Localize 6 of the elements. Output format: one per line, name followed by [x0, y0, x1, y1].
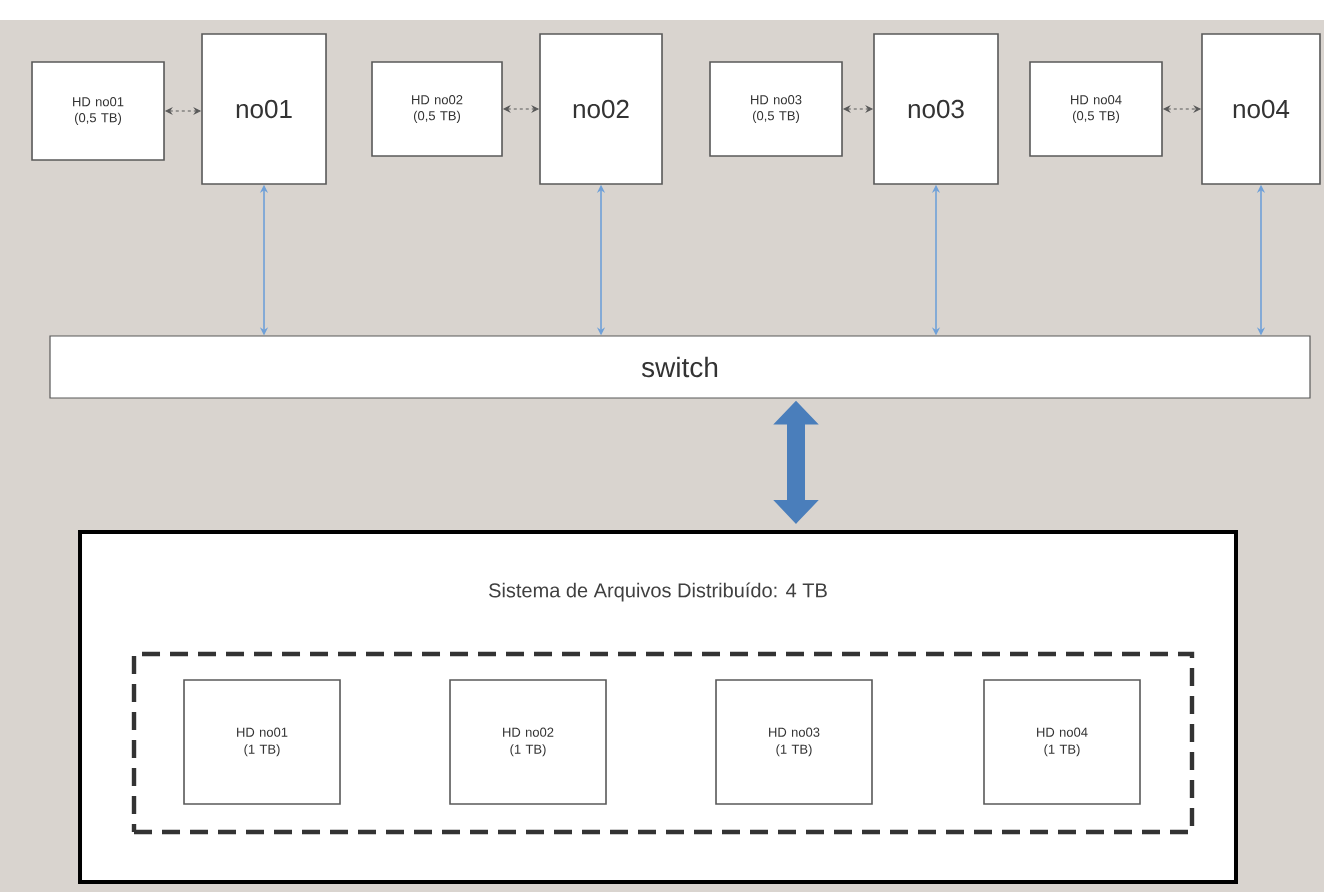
- node-box: no01: [201, 33, 327, 185]
- switch-box: switch: [49, 335, 1311, 399]
- node-box: no04: [1201, 33, 1321, 185]
- node-box: no02: [539, 33, 663, 185]
- dashed-group-box: [131, 651, 1195, 835]
- node-box: no03: [873, 33, 999, 185]
